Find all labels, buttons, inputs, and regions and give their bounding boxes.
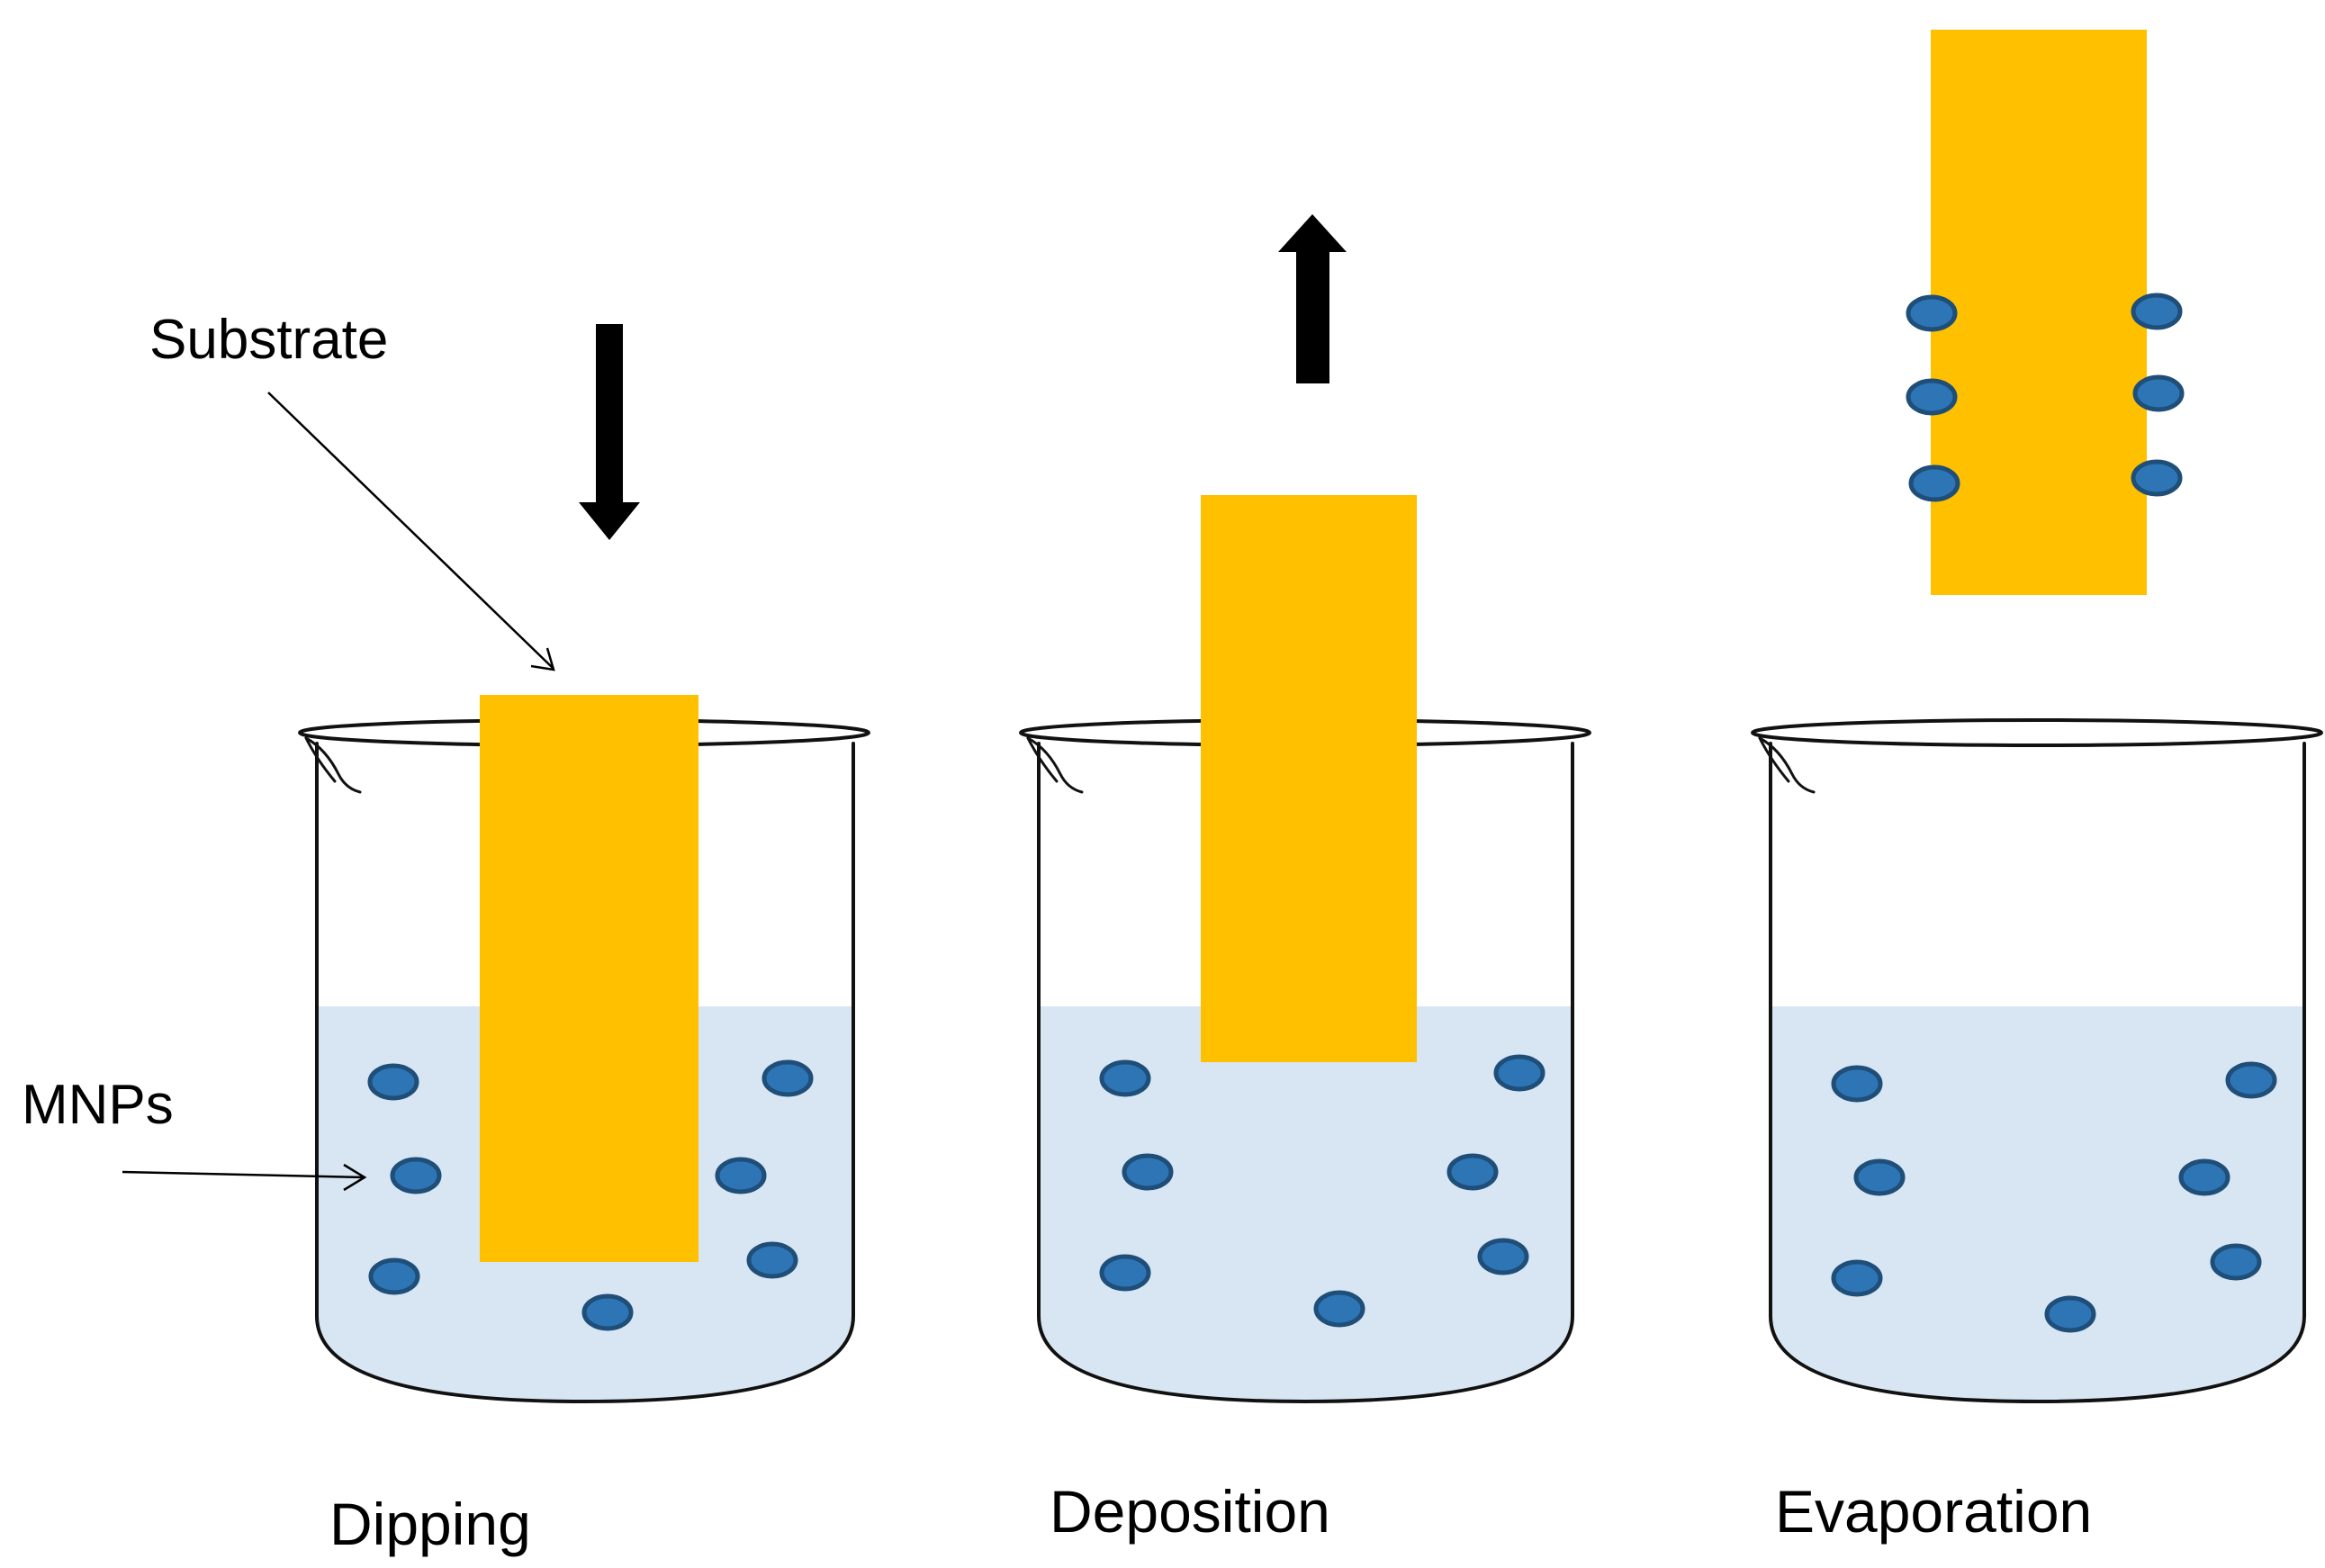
nanoparticle [1477,1238,1529,1275]
mnps-label: MNPs [22,1074,174,1136]
nanoparticle [1908,464,1960,502]
nanoparticle [368,1257,420,1295]
nanoparticle [1313,1290,1365,1328]
liquid-deposition [1039,1006,1571,1401]
substrate-label: Substrate [149,309,388,371]
nanoparticle [390,1157,442,1194]
substrate-dipping [480,695,698,1262]
nanoparticle [2044,1295,2096,1333]
pointer-arrow-icon [267,392,555,671]
nanoparticle [715,1157,767,1194]
nanoparticle [1099,1059,1151,1097]
step-dipping: Dipping [298,324,870,1557]
substrate-deposition [1201,495,1417,1062]
nanoparticle [1906,294,1958,332]
nanoparticle [1099,1254,1151,1292]
step-evaporation: Evaporation [1751,30,2323,1545]
nanoparticles-dipping [367,1059,814,1331]
pointer-arrow-icon [122,1163,367,1192]
nanoparticles-deposition [1099,1054,1545,1328]
nanoparticle [2132,374,2185,412]
annotation-mnps: MNPs [22,1074,367,1192]
nanoparticle [2210,1243,2262,1281]
nanoparticle [367,1063,419,1101]
nanoparticle [2225,1061,2277,1099]
arrow-up-icon [1278,214,1347,383]
liquid-evaporation [1771,1006,2302,1401]
substrate-evaporation [1931,30,2147,595]
deposited-nanoparticles [1906,293,2185,502]
nanoparticle [1831,1259,1883,1297]
nanoparticle [1853,1158,1906,1196]
nanoparticle [1493,1054,1545,1092]
step-label-deposition: Deposition [1050,1478,1330,1545]
nanoparticle [2178,1158,2230,1196]
nanoparticle [761,1059,814,1097]
annotation-substrate: Substrate [149,309,555,671]
nanoparticle [1906,378,1958,416]
nanoparticle [746,1241,798,1279]
arrow-down-icon [579,324,640,540]
nanoparticle [1831,1065,1883,1103]
nanoparticle [2131,459,2183,497]
step-deposition: Deposition [1019,214,1591,1545]
nanoparticle [2131,293,2183,330]
nanoparticle [1122,1153,1174,1191]
step-label-evaporation: Evaporation [1775,1478,2092,1545]
beaker-evaporation [1751,718,2323,1403]
nanoparticle [581,1293,634,1331]
nanoparticle [1446,1153,1499,1191]
nanoparticles-evaporation [1831,1061,2277,1333]
step-label-dipping: Dipping [329,1491,531,1557]
